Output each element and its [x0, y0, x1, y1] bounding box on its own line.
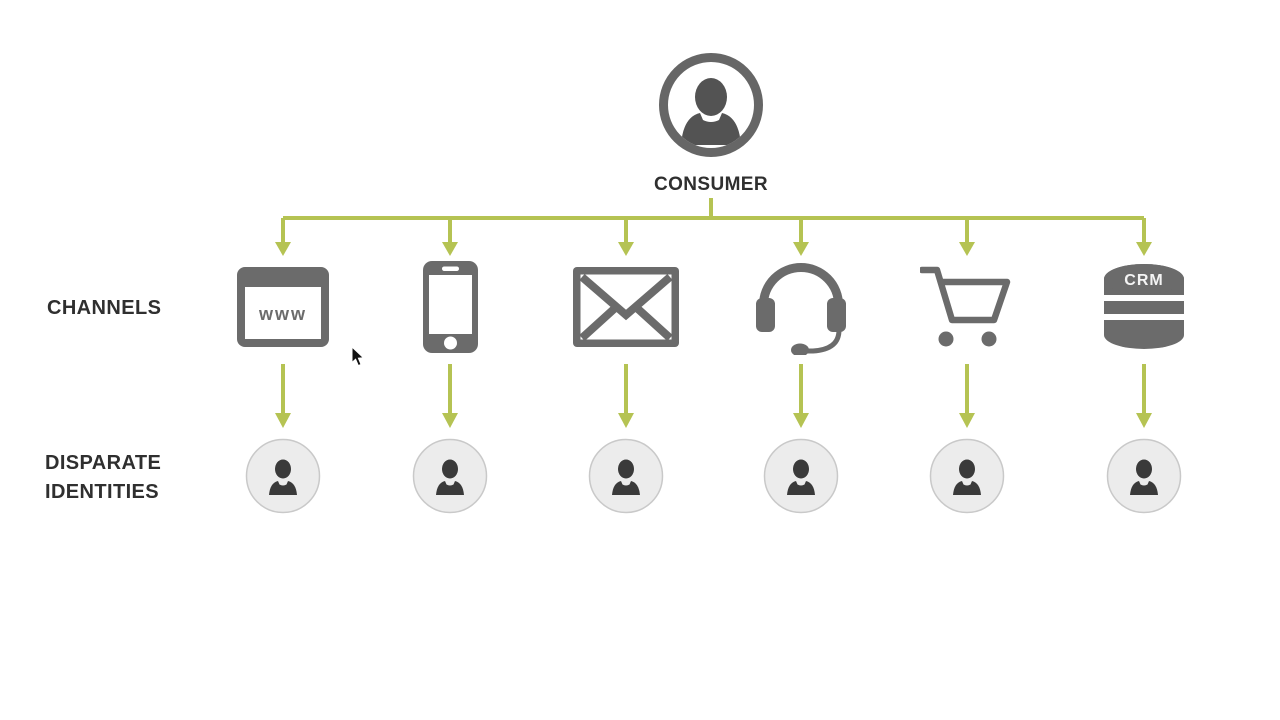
mouse-pointer-icon — [351, 345, 365, 372]
channel-node-website: www — [237, 267, 329, 352]
database-icon: CRM — [1101, 264, 1187, 349]
arrow-channel-to-identity-3 — [618, 364, 634, 428]
channels-row-label: CHANNELS — [47, 297, 162, 319]
arrow-channel-to-identity-5 — [959, 364, 975, 428]
person-silhouette-icon — [412, 438, 488, 514]
person-silhouette-icon — [588, 438, 664, 514]
arrow-channel-to-identity-4 — [793, 364, 809, 428]
arrow-bar-to-channel-3 — [618, 218, 634, 256]
arrow-bar-to-channel-6 — [1136, 218, 1152, 256]
person-silhouette-icon — [929, 438, 1005, 514]
channel-node-ecommerce — [918, 262, 1015, 355]
person-silhouette-icon — [763, 438, 839, 514]
headset-icon — [756, 263, 846, 357]
browser-www-icon: www — [237, 267, 329, 347]
arrow-channel-to-identity-6 — [1136, 364, 1152, 428]
smartphone-icon — [423, 261, 478, 353]
consumer-node — [655, 49, 767, 166]
identity-node-4 — [763, 438, 839, 519]
identity-node-3 — [588, 438, 664, 519]
shopping-cart-icon — [918, 266, 1011, 347]
arrow-bar-to-channel-4 — [793, 218, 809, 256]
disparate-label-line1: DISPARATE — [45, 452, 162, 474]
consumer-label: CONSUMER — [653, 174, 769, 195]
identity-node-6 — [1106, 438, 1182, 519]
channel-node-email — [573, 267, 679, 352]
channel-node-crm: CRM — [1101, 262, 1187, 357]
crm-label-text: CRM — [1124, 272, 1163, 289]
identity-node-5 — [929, 438, 1005, 519]
envelope-icon — [573, 267, 679, 347]
arrow-channel-to-identity-2 — [442, 364, 458, 428]
arrow-bar-to-channel-1 — [275, 218, 291, 256]
channel-node-mobile — [423, 261, 478, 358]
disparate-identities-row-label: DISPARATE IDENTITIES — [45, 449, 161, 507]
channel-node-call-center — [755, 261, 847, 360]
arrow-bar-to-channel-2 — [442, 218, 458, 256]
person-circle-icon — [659, 53, 763, 157]
person-silhouette-icon — [1106, 438, 1182, 514]
browser-www-text: www — [258, 304, 307, 324]
arrow-bar-to-channel-5 — [959, 218, 975, 256]
person-silhouette-icon — [245, 438, 321, 514]
disparate-label-line2: IDENTITIES — [45, 481, 160, 503]
arrow-channel-to-identity-1 — [275, 364, 291, 428]
identity-node-2 — [412, 438, 488, 519]
identity-node-1 — [245, 438, 321, 519]
